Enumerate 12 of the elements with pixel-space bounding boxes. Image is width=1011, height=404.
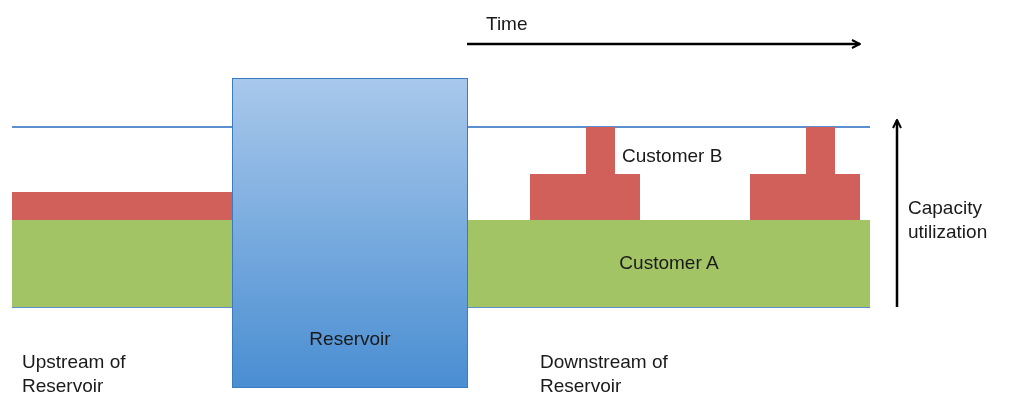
region-label: Upstream of Reservoir [22,350,127,398]
customer-band [468,220,870,307]
axis-label: Time [486,12,529,36]
load-bar [12,192,232,220]
axis-label: Capacity utilization [908,196,989,244]
node-label: Customer A [619,252,719,275]
load-peak [750,127,860,220]
region-label: Downstream of Reservoir [540,350,669,398]
reservoir-box [232,78,468,388]
series-label: Customer B [622,144,724,168]
load-bar [12,220,232,307]
node-label: Reservoir [309,328,391,351]
